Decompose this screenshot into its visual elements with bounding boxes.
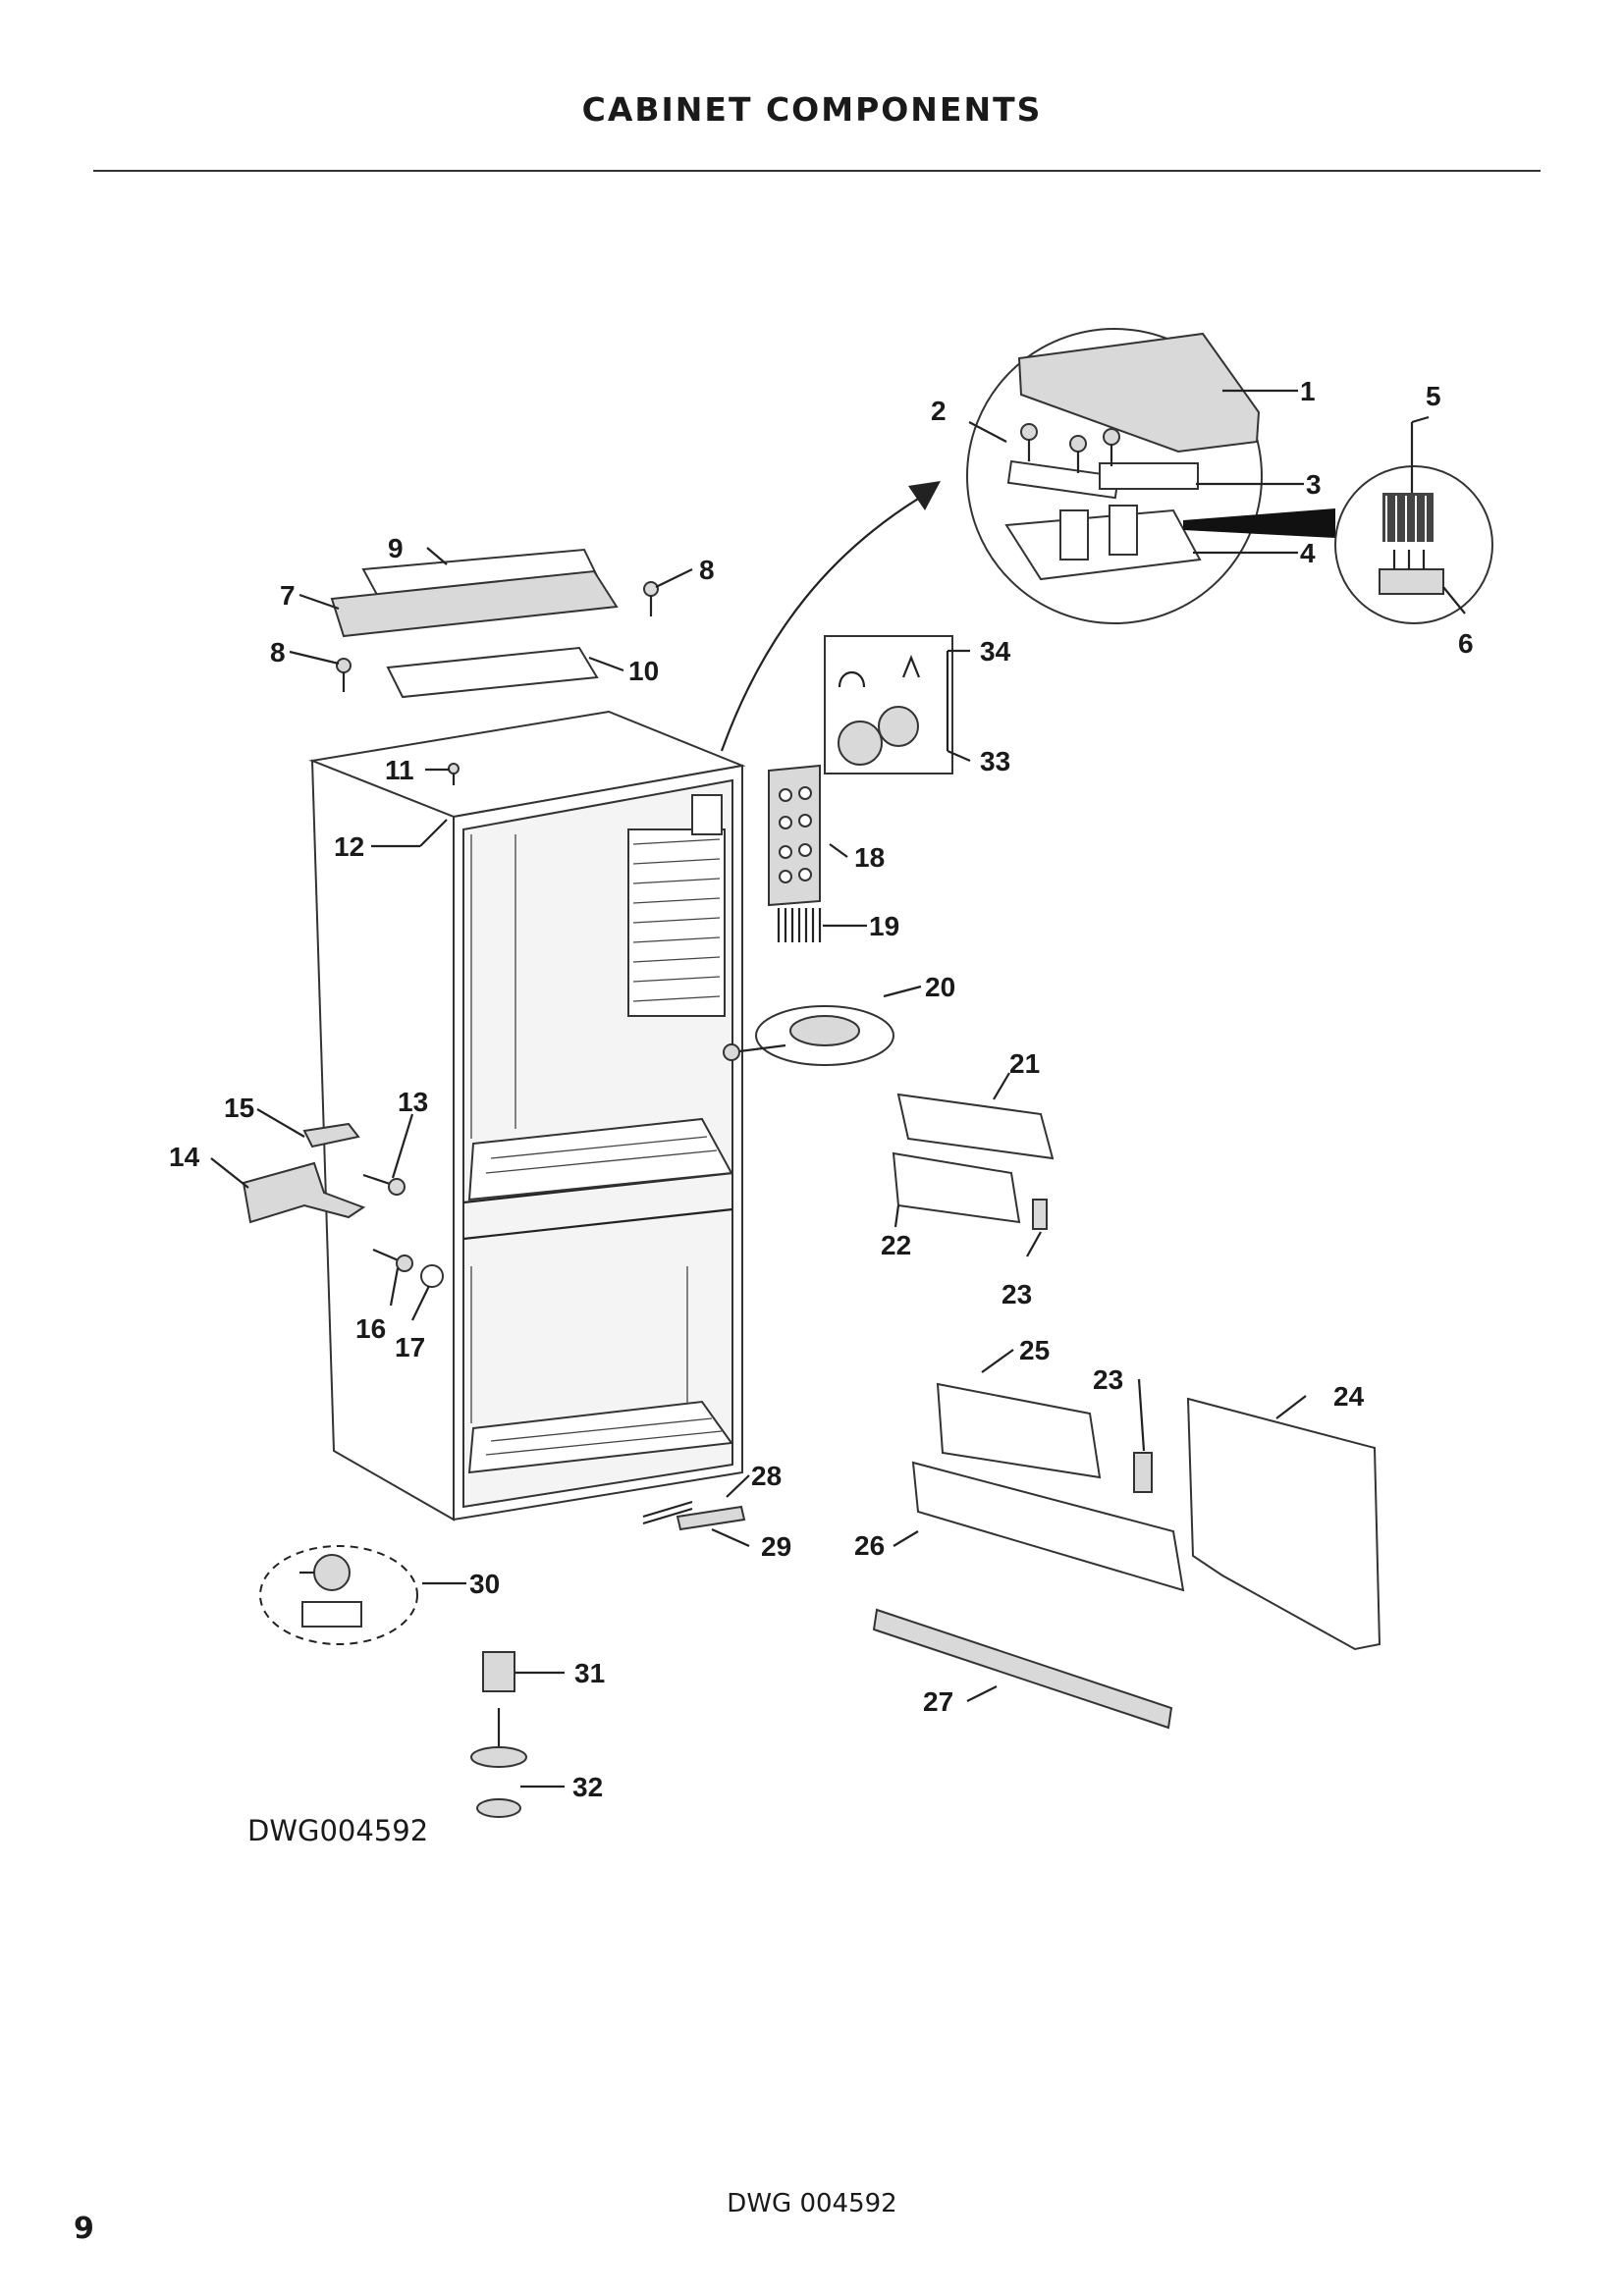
connector-19 <box>777 908 822 942</box>
part-29 <box>676 1505 746 1531</box>
callout-23-lower: 23 <box>1093 1364 1123 1395</box>
top-panel-7 <box>330 569 619 638</box>
callout-34: 34 <box>980 636 1011 667</box>
callout-3: 3 <box>1306 469 1322 500</box>
rail-21 <box>896 1093 1055 1160</box>
callout-labels: 1 2 3 4 5 6 7 8 8 9 10 11 12 13 14 15 16… <box>169 376 1474 1802</box>
screw-16 <box>372 1248 413 1272</box>
drawer-front-24 <box>1186 1397 1381 1651</box>
bottom-plate-10 <box>386 646 599 699</box>
callout-11: 11 <box>385 755 414 785</box>
callout-23-upper: 23 <box>1001 1279 1032 1309</box>
rack-27 <box>872 1608 1173 1730</box>
callout-21: 21 <box>1009 1048 1040 1079</box>
callout-27: 27 <box>923 1686 953 1717</box>
callout-32: 32 <box>572 1772 603 1802</box>
hinge-14 <box>242 1161 366 1224</box>
callout-26: 26 <box>854 1530 885 1561</box>
page-title: CABINET COMPONENTS <box>581 90 1043 129</box>
screw-8-left <box>336 658 352 692</box>
clip-23-upper <box>1032 1199 1048 1230</box>
vent-grille <box>627 828 726 1017</box>
callout-16: 16 <box>355 1313 386 1344</box>
callout-18: 18 <box>854 842 885 873</box>
callout-9: 9 <box>388 533 404 563</box>
callout-10: 10 <box>628 656 659 686</box>
hinge-15 <box>302 1122 360 1148</box>
callout-33: 33 <box>980 746 1010 776</box>
callout-13: 13 <box>398 1087 428 1117</box>
detail-circle-main <box>966 328 1263 624</box>
callout-8-right: 8 <box>699 555 715 585</box>
leader-lines <box>210 389 1466 1789</box>
callout-30: 30 <box>469 1569 500 1599</box>
screw-8-right <box>643 581 659 616</box>
cabinet-body <box>308 710 746 1522</box>
callout-4: 4 <box>1300 538 1316 568</box>
title-divider <box>93 170 1541 172</box>
clip-23-lower <box>1133 1452 1153 1493</box>
callout-29: 29 <box>761 1531 791 1562</box>
rail-22 <box>892 1151 1021 1224</box>
callout-2: 2 <box>931 396 947 426</box>
leveler-32 <box>470 1708 527 1818</box>
page-number: 9 <box>74 2212 94 2246</box>
callout-7: 7 <box>280 580 296 611</box>
callout-28: 28 <box>751 1461 782 1491</box>
fan-assembly-20 <box>723 1005 894 1066</box>
detail-30 <box>259 1545 418 1645</box>
cap-17 <box>420 1264 444 1288</box>
callout-31: 31 <box>574 1658 605 1688</box>
callout-8-left: 8 <box>270 637 286 667</box>
callout-22: 22 <box>881 1230 911 1260</box>
callout-5: 5 <box>1426 381 1441 411</box>
footer-drawing-code: DWG 004592 <box>727 2189 897 2218</box>
callout-14: 14 <box>169 1142 200 1172</box>
slide-26 <box>911 1461 1185 1592</box>
callout-6: 6 <box>1458 628 1474 659</box>
callout-25: 25 <box>1019 1335 1050 1365</box>
drawing-code: DWG004592 <box>247 1814 429 1847</box>
leveler-31 <box>482 1651 515 1692</box>
callout-1: 1 <box>1300 376 1316 406</box>
callout-15: 15 <box>224 1093 254 1123</box>
callout-12: 12 <box>334 831 364 862</box>
part-28 <box>642 1500 693 1525</box>
slide-rail-25 <box>936 1382 1102 1479</box>
callout-17: 17 <box>395 1332 425 1362</box>
callout-24: 24 <box>1333 1381 1365 1412</box>
callout-20: 20 <box>925 972 955 1002</box>
detail-circle-connector <box>1334 465 1493 624</box>
screw-13 <box>362 1173 406 1196</box>
control-panel-18 <box>768 764 821 907</box>
callout-19: 19 <box>869 911 899 941</box>
